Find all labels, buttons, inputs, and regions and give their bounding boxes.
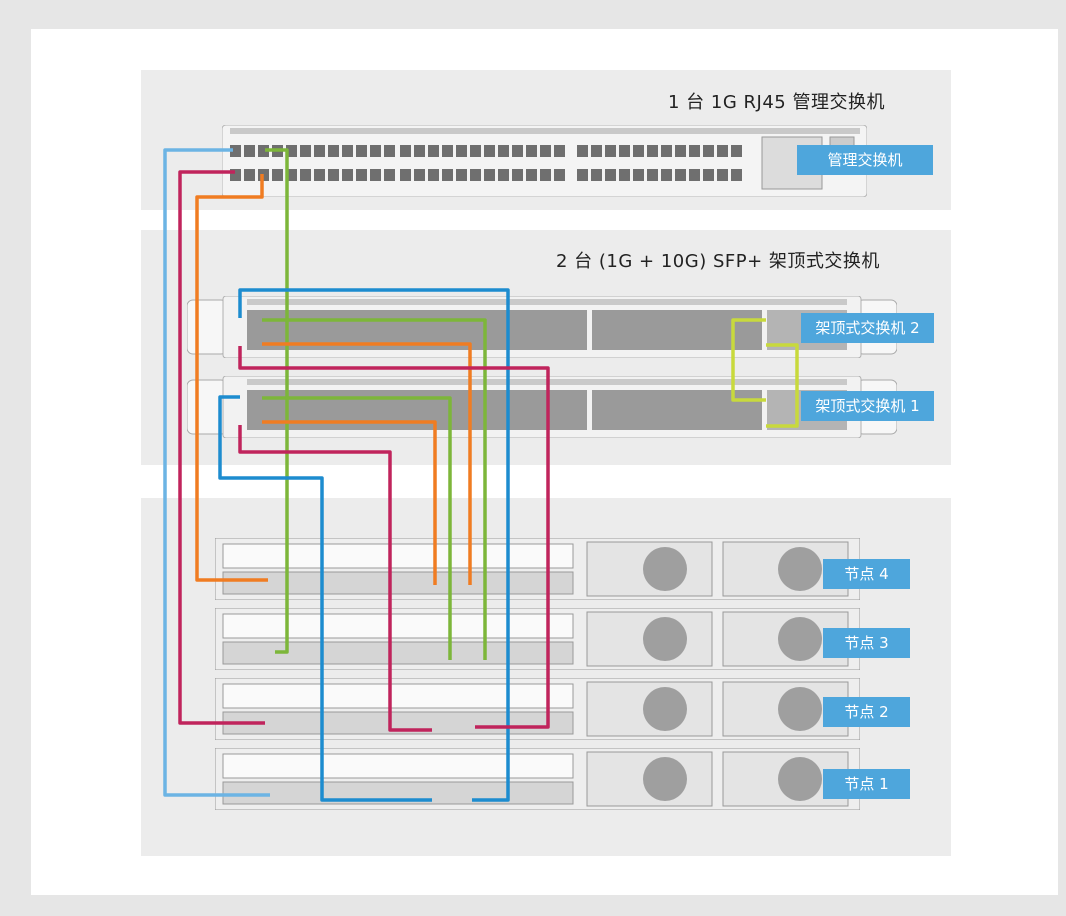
- rj45-port: [286, 169, 297, 181]
- rj45-port: [577, 145, 588, 157]
- rj45-port: [633, 145, 644, 157]
- rj45-port: [484, 145, 495, 157]
- rj45-port: [428, 145, 439, 157]
- rj45-port: [661, 169, 672, 181]
- rj45-port: [300, 169, 311, 181]
- rj45-port: [414, 169, 425, 181]
- rj45-port: [703, 169, 714, 181]
- mgmt-section-title: 1 台 1G RJ45 管理交换机: [668, 88, 885, 114]
- rj45-port: [512, 145, 523, 157]
- rj45-port: [384, 145, 395, 157]
- server-node-1: [215, 748, 860, 810]
- label-node-2: 节点 2: [823, 697, 910, 727]
- rj45-port: [498, 145, 509, 157]
- rj45-port: [272, 145, 283, 157]
- rj45-port: [633, 169, 644, 181]
- rj45-port: [605, 169, 616, 181]
- label-node-4: 节点 4: [823, 559, 910, 589]
- rj45-port: [370, 145, 381, 157]
- rj45-port: [384, 169, 395, 181]
- rj45-port: [526, 169, 537, 181]
- rj45-port: [731, 169, 742, 181]
- rj45-port: [554, 169, 565, 181]
- mgmt-switch: [222, 125, 867, 197]
- label-mgmt-switch: 管理交换机: [797, 145, 933, 175]
- rj45-port: [230, 169, 241, 181]
- server-node-4: [215, 538, 860, 600]
- rj45-port: [647, 169, 658, 181]
- rj45-port: [512, 169, 523, 181]
- label-node-1: 节点 1: [823, 769, 910, 799]
- server-node-2: [215, 678, 860, 740]
- rj45-port: [328, 169, 339, 181]
- label-node-3: 节点 3: [823, 628, 910, 658]
- rj45-port: [470, 145, 481, 157]
- rj45-port: [577, 169, 588, 181]
- rj45-port: [442, 145, 453, 157]
- rj45-port: [661, 145, 672, 157]
- rj45-port: [244, 169, 255, 181]
- rj45-port: [731, 145, 742, 157]
- rj45-port: [258, 145, 269, 157]
- rj45-port: [272, 169, 283, 181]
- rj45-port: [470, 169, 481, 181]
- rj45-port: [554, 145, 565, 157]
- rj45-port: [591, 169, 602, 181]
- rj45-port: [314, 145, 325, 157]
- rj45-port: [675, 169, 686, 181]
- rj45-port: [689, 169, 700, 181]
- rj45-port: [314, 169, 325, 181]
- rj45-port: [428, 169, 439, 181]
- rj45-port: [526, 145, 537, 157]
- rj45-port: [370, 169, 381, 181]
- rj45-port: [328, 145, 339, 157]
- rj45-port: [356, 145, 367, 157]
- rj45-port: [591, 145, 602, 157]
- rj45-port: [717, 145, 728, 157]
- rj45-port: [342, 169, 353, 181]
- tor-section-title: 2 台 (1G + 10G) SFP+ 架顶式交换机: [556, 247, 880, 273]
- rj45-port: [400, 145, 411, 157]
- rj45-port: [230, 145, 241, 157]
- rj45-port: [300, 145, 311, 157]
- rj45-port: [484, 169, 495, 181]
- rj45-port: [540, 145, 551, 157]
- label-tor-switch-1: 架顶式交换机 1: [801, 391, 934, 421]
- rj45-port: [647, 145, 658, 157]
- rj45-port: [456, 169, 467, 181]
- label-tor-switch-2: 架顶式交换机 2: [801, 313, 934, 343]
- rj45-port: [400, 169, 411, 181]
- rj45-port: [689, 145, 700, 157]
- rj45-port: [442, 169, 453, 181]
- rj45-port: [258, 169, 269, 181]
- rj45-port: [605, 145, 616, 157]
- server-node-3: [215, 608, 860, 670]
- rj45-port: [703, 145, 714, 157]
- rj45-port: [540, 169, 551, 181]
- rj45-port: [286, 145, 297, 157]
- tor-switch-1: [187, 376, 897, 438]
- rj45-port: [414, 145, 425, 157]
- rj45-port: [244, 145, 255, 157]
- rj45-port: [675, 145, 686, 157]
- rj45-port: [717, 169, 728, 181]
- rj45-port: [619, 169, 630, 181]
- rj45-port: [498, 169, 509, 181]
- rj45-port: [456, 145, 467, 157]
- rj45-port: [619, 145, 630, 157]
- tor-switch-2: [187, 296, 897, 358]
- rj45-port: [342, 145, 353, 157]
- rj45-port: [356, 169, 367, 181]
